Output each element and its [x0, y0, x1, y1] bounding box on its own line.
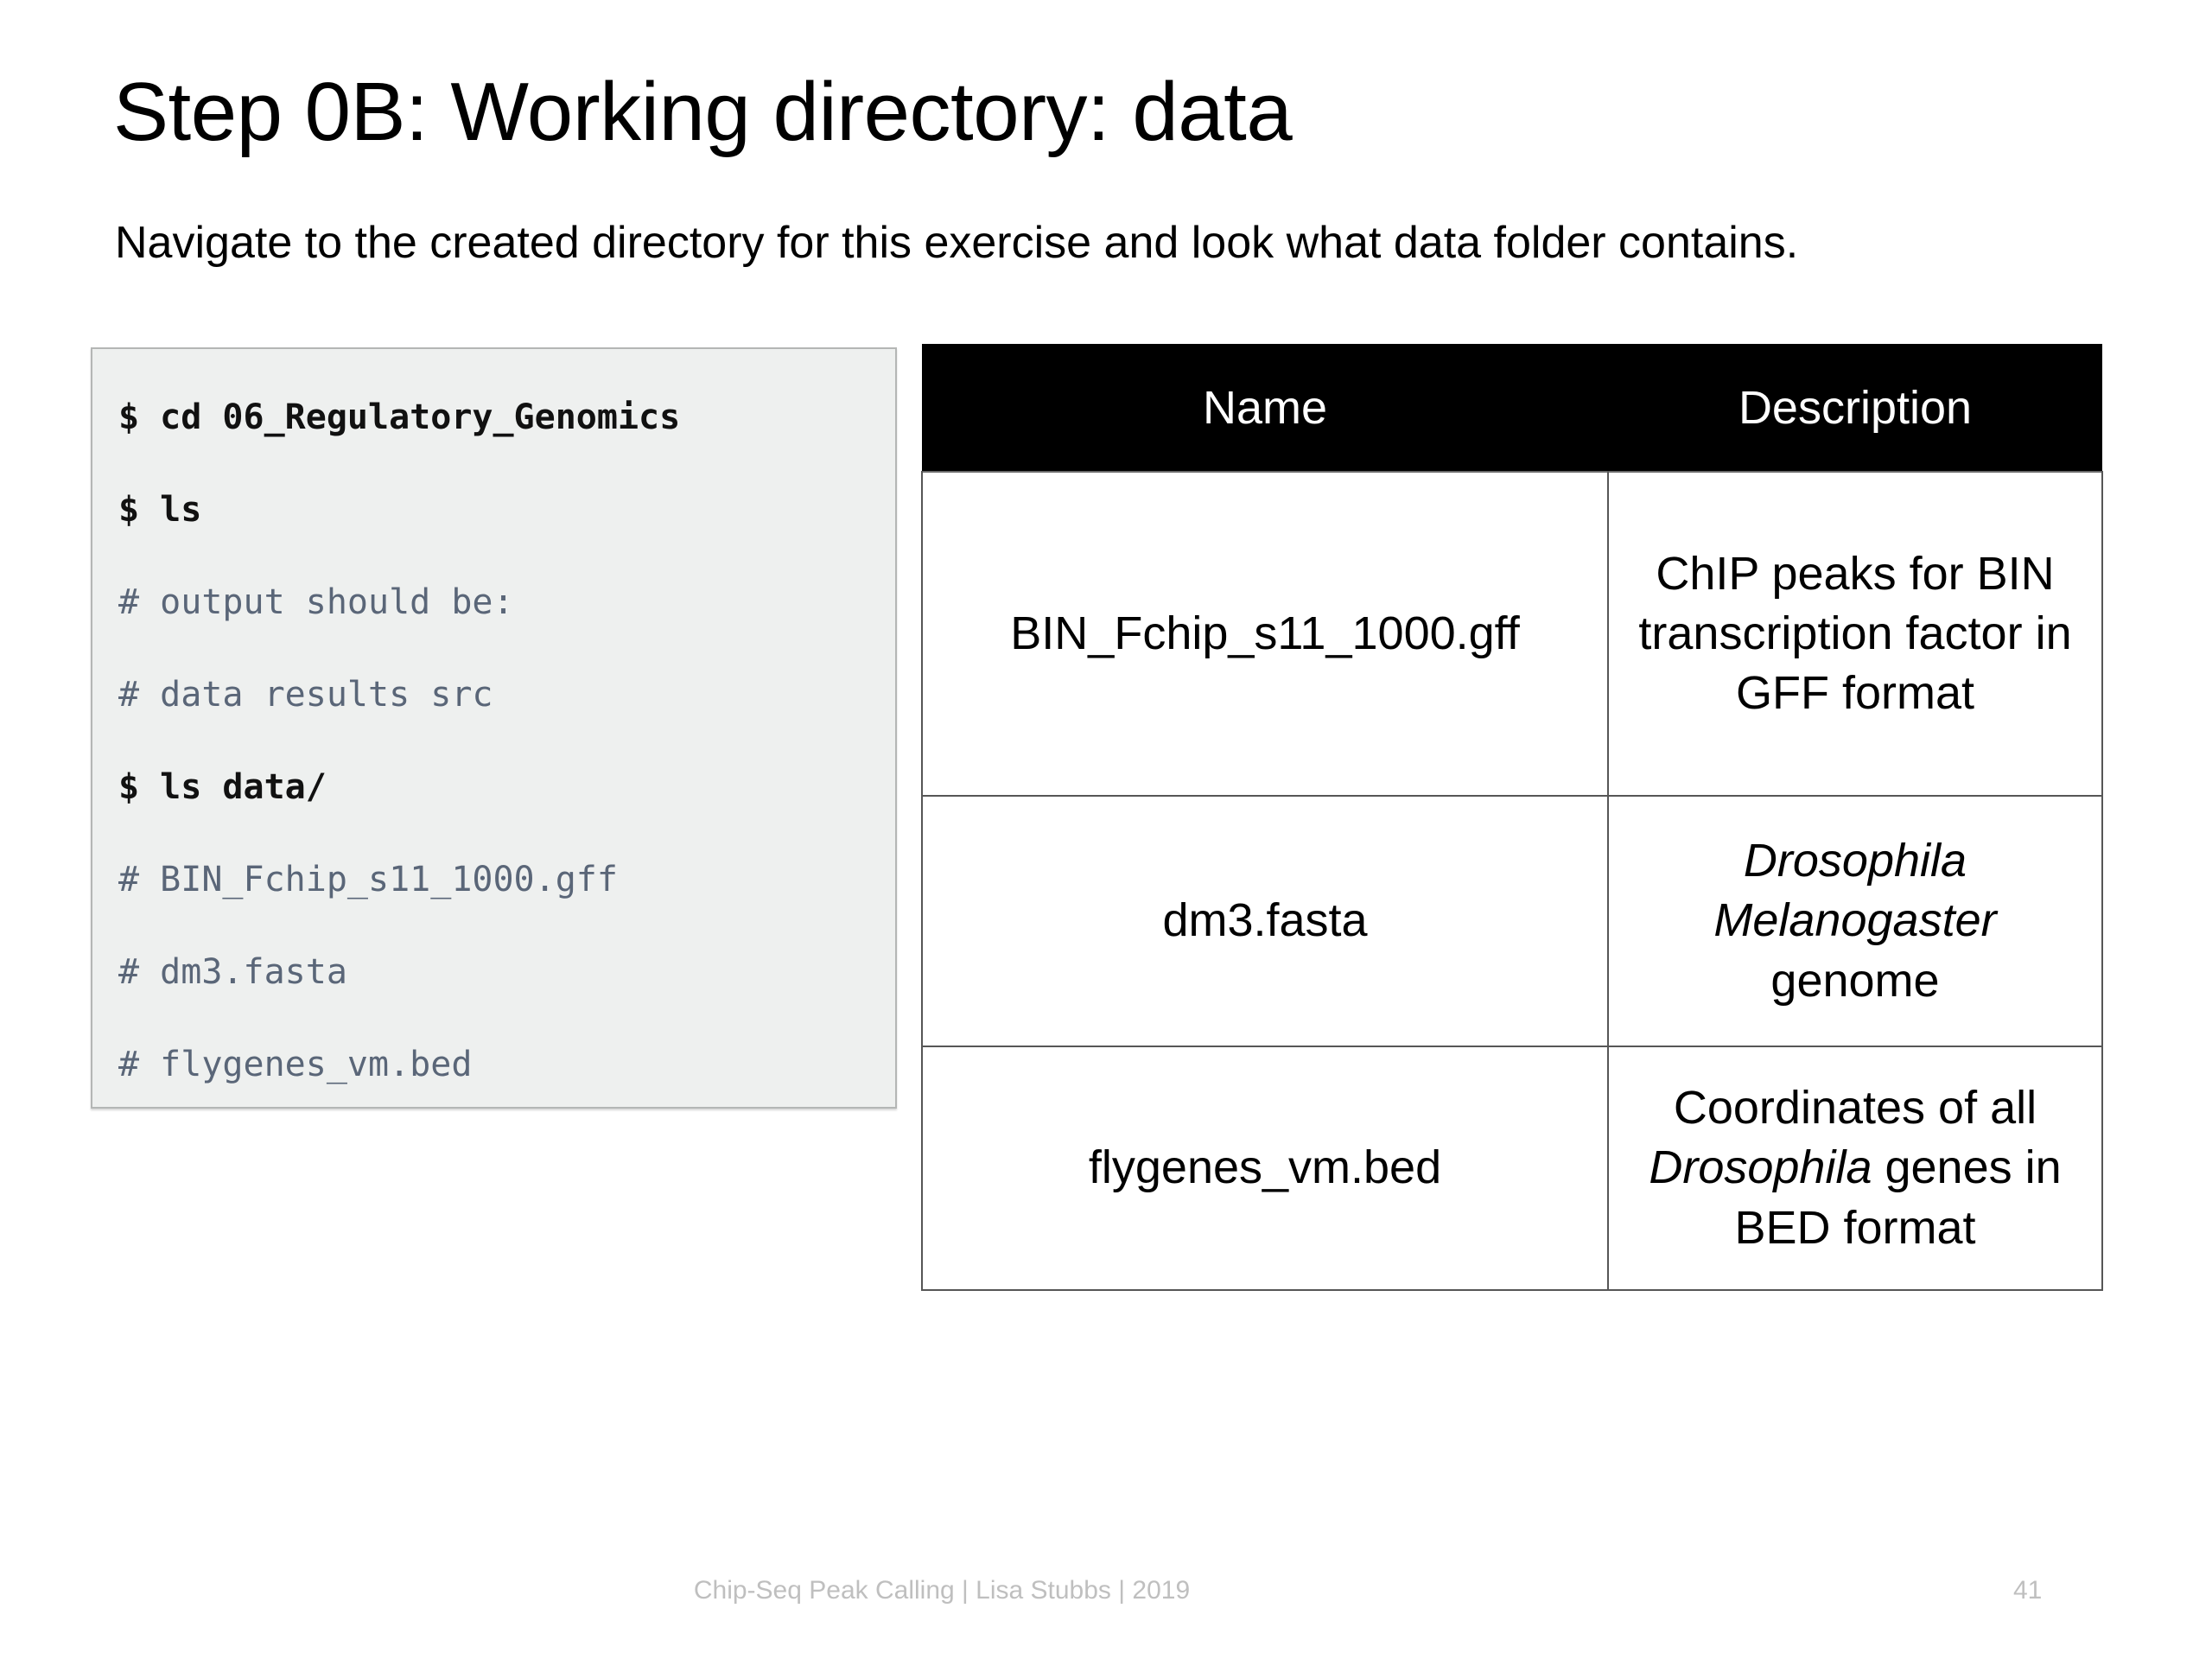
description-text: Coordinates of all — [1673, 1082, 2037, 1135]
file-name-cell: flygenes_vm.bed — [921, 1046, 1609, 1291]
column-header-name: Name — [922, 344, 1608, 472]
page-subtitle: Navigate to the created directory for th… — [115, 218, 1799, 268]
page-title: Step 0B: Working directory: data — [113, 66, 1293, 158]
file-description-cell: ChIP peaks for BIN transcription factor … — [1607, 471, 2103, 797]
footer-note: Chip-Seq Peak Calling | Lisa Stubbs | 20… — [693, 1576, 1191, 1605]
code-comment-line: # output should be: — [118, 582, 514, 622]
file-name-cell: BIN_Fchip_s11_1000.gff — [921, 471, 1609, 797]
code-command-line: $ cd 06_Regulatory_Genomics — [118, 397, 681, 437]
code-line-list: $ cd 06_Regulatory_Genomics $ ls # output … — [118, 372, 883, 1111]
file-description-cell: Coordinates of all Drosophila genes in B… — [1607, 1046, 2103, 1291]
file-name-cell: dm3.fasta — [921, 795, 1609, 1047]
description-text: ChIP peaks for BIN transcription factor … — [1638, 547, 2072, 720]
file-description-cell: Drosophila Melanogaster genome — [1607, 795, 2103, 1047]
code-comment-line: # BIN_Fchip_s11_1000.gff — [118, 860, 618, 899]
table-header-row: Name Description — [922, 344, 2102, 472]
code-comment-line: # flygenes_vm.bed — [118, 1045, 473, 1084]
species-name: Drosophila — [1649, 1141, 1872, 1194]
description-text: genes in BED format — [1734, 1141, 2062, 1254]
code-command-line: $ ls — [118, 490, 202, 530]
page-number: 41 — [2013, 1576, 2043, 1605]
code-command-line: $ ls data/ — [118, 767, 327, 807]
code-comment-line: # data results src — [118, 675, 493, 715]
species-name: Drosophila Melanogaster — [1713, 835, 1997, 947]
terminal-code-panel: $ cd 06_Regulatory_Genomics $ ls # output … — [91, 347, 897, 1109]
code-comment-line: # dm3.fasta — [118, 952, 347, 992]
column-header-description: Description — [1608, 344, 2102, 472]
description-text: genome — [1770, 954, 1940, 1007]
